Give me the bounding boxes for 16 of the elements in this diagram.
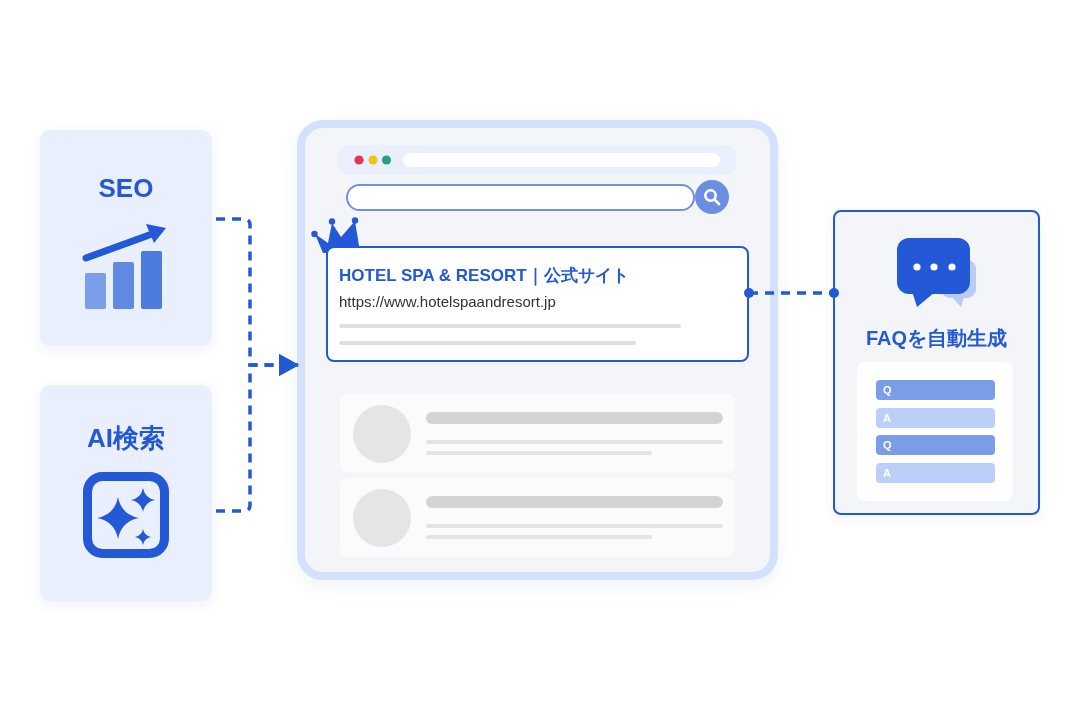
feature-card: [40, 385, 212, 601]
faq-panel: [833, 210, 1040, 515]
panel-title: FAQを自動生成: [864, 326, 1009, 351]
result-url: https://www.hotelspaandresort.jp: [339, 292, 556, 312]
answer-bar: A: [876, 463, 995, 483]
dashed-connector: [216, 354, 299, 513]
question-bar: Q: [876, 435, 995, 455]
question-bar: Q: [876, 380, 995, 400]
card-title: AI検索: [86, 422, 166, 455]
feature-card: [40, 130, 212, 346]
browser-window: [297, 120, 778, 580]
dashed-connector: [744, 288, 839, 298]
result-title: HOTEL SPA & RESORT｜公式サイト: [339, 265, 629, 287]
answer-bar: A: [876, 408, 995, 428]
card-title: SEO: [97, 172, 155, 205]
search-result-card: [326, 246, 749, 362]
